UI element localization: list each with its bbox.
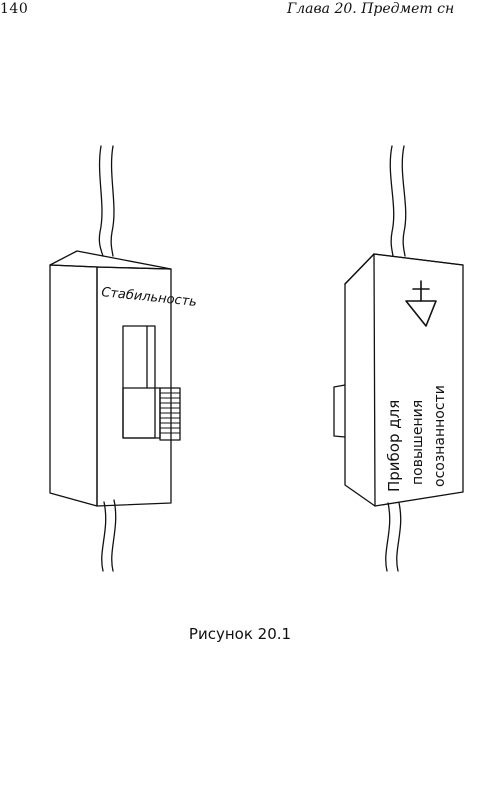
- right-device-label-line-1: Прибор для: [385, 400, 403, 492]
- stability-switch: [122, 325, 181, 441]
- right-device-box: [333, 253, 464, 507]
- left-device-box: [49, 250, 172, 507]
- right-cable-top: [389, 145, 407, 257]
- left-device-label: Стабильность: [101, 285, 198, 310]
- mindfulness-symbol-icon: [405, 280, 437, 327]
- right-device-label-line-3: осознанности: [432, 385, 448, 487]
- figure-caption: Рисунок 20.1: [188, 625, 292, 643]
- left-cable-bottom: [101, 499, 117, 572]
- right-device-label-line-2: повышения: [410, 400, 426, 485]
- page-number: 140: [0, 1, 29, 17]
- right-cable-bottom: [385, 502, 402, 572]
- running-header: Глава 20. Предмет сн: [287, 1, 455, 17]
- right-device-label: Прибор для повышения осознанности: [385, 385, 448, 492]
- left-cable-top: [98, 145, 115, 257]
